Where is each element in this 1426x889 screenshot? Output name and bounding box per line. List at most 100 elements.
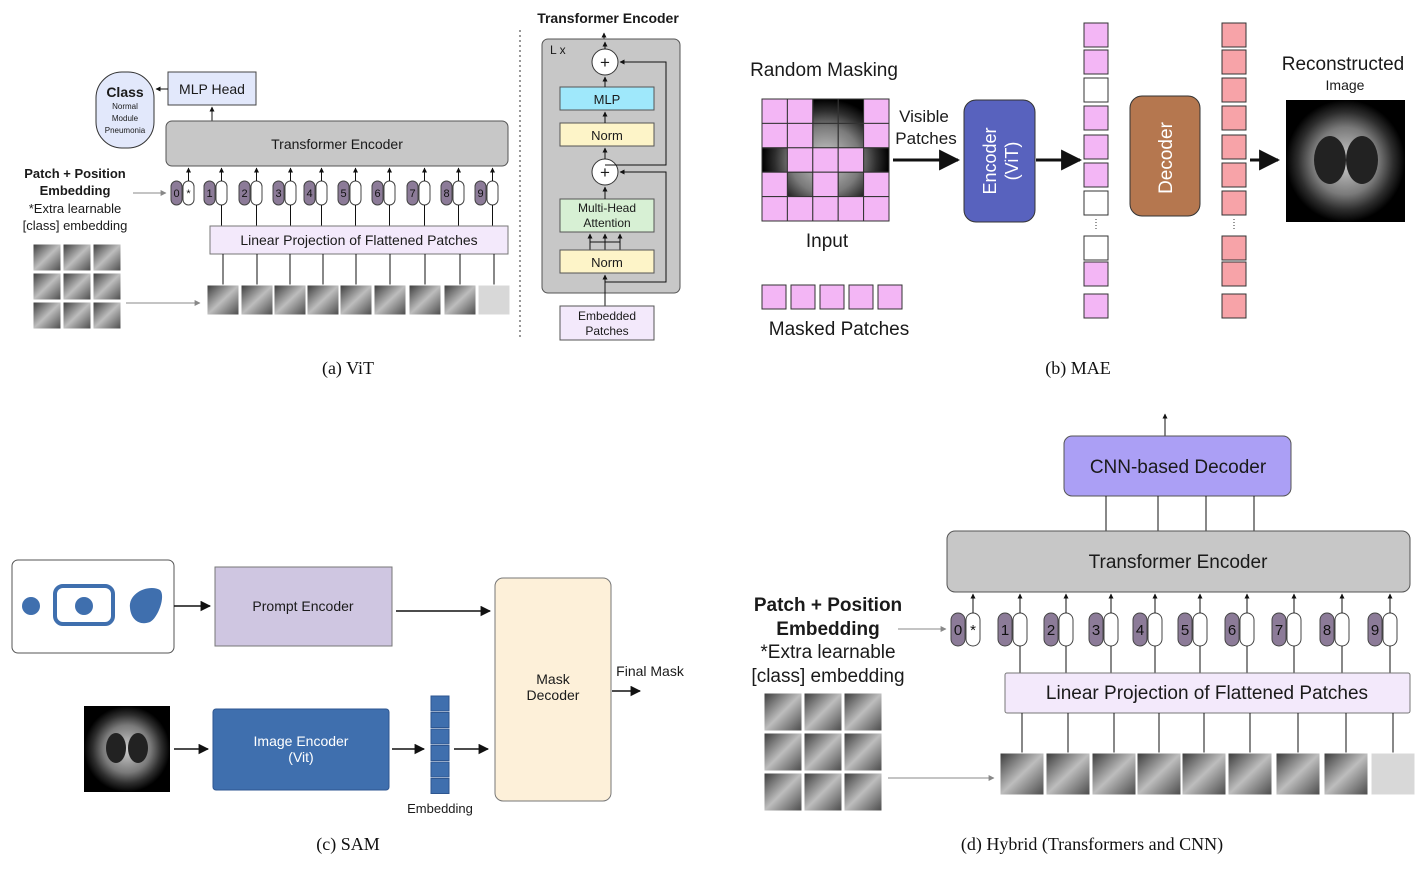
mae-mask-grid [761, 98, 890, 222]
xray-grid-cell [763, 692, 803, 732]
xray-grid-cell [843, 732, 883, 772]
mae-encoder-box [963, 99, 1036, 223]
prompt-encoder-box [214, 566, 393, 647]
embedding-block [430, 745, 450, 761]
hybrid-linear-projection-label: Linear Projection of Flattened Patches [1046, 683, 1368, 704]
token-square [1221, 162, 1247, 188]
mask-decoder-label-1: Mask [536, 671, 570, 687]
mae-encoded-tokens [1083, 22, 1109, 319]
xray-grid-cell [843, 772, 883, 812]
position-token-9 [1367, 612, 1383, 647]
token-square [1221, 22, 1247, 48]
position-token-0 [950, 612, 966, 647]
xray-grid-cell [62, 301, 92, 330]
patch-embedding-token-8 [452, 180, 465, 206]
image-encoder-box [212, 708, 390, 791]
hybrid-patch-pos-label: Patch + Position [754, 595, 902, 616]
masked-cell [812, 171, 839, 198]
xray-grid-cell [62, 272, 92, 301]
box-prompt-icon [53, 584, 115, 626]
xray-grid-cell [62, 243, 92, 272]
masked-cell [761, 196, 788, 222]
hybrid-extra-learnable: *Extra learnable [760, 642, 895, 663]
patch-embedding-token-7 [1286, 612, 1302, 647]
vit-transformer-encoder [165, 120, 509, 167]
masked-patch [761, 284, 787, 310]
masked-patch [848, 284, 874, 310]
position-token-label-9: 9 [477, 188, 483, 200]
position-token-6 [371, 180, 384, 206]
masked-cell [863, 98, 890, 124]
embedding-block [430, 695, 450, 712]
position-token-3 [272, 180, 285, 206]
masked-cell [786, 98, 814, 124]
position-token-2 [1043, 612, 1059, 647]
mlp-head-box [167, 71, 257, 106]
xray-grid-cell [803, 772, 843, 812]
xray-grid-cell [32, 272, 62, 301]
embedding-block [430, 778, 450, 794]
position-token-4 [1132, 612, 1148, 647]
mae-decoded-tokens [1221, 22, 1247, 319]
masked-cell [786, 147, 814, 173]
flattened-patch [339, 284, 373, 316]
position-token-6 [1224, 612, 1240, 647]
encoder-mha-label-1: Multi-Head [578, 201, 636, 215]
vit-xray-grid [32, 243, 122, 330]
reconstructed-lung-left [1314, 136, 1346, 184]
xray-grid-cell [843, 692, 883, 732]
position-token-label-7: 7 [409, 188, 415, 200]
position-token-label-3: 3 [1092, 622, 1100, 639]
patch-embedding-token-6 [1239, 612, 1255, 647]
patch-embedding-token-9 [1382, 612, 1398, 647]
token-square [1083, 162, 1109, 188]
reconstructed-lung-right [1346, 136, 1378, 184]
hybrid-embedding-label: Embedding [776, 619, 879, 640]
encoder-repeat-label: L x [550, 43, 566, 57]
reconstructed-image-label: Image [1326, 77, 1365, 93]
class-item-pneumonia: Pneumonia [105, 126, 146, 135]
xray-grid-cell [803, 692, 843, 732]
position-token-label-4: 4 [1136, 622, 1144, 639]
xray-grid-cell [763, 772, 803, 812]
masked-patches-label: Masked Patches [769, 319, 909, 340]
image-encoder-label-2: (Vit) [288, 749, 313, 765]
embedded-patches-label-2: Patches [585, 324, 628, 338]
masked-patch [877, 284, 903, 310]
xray-grid-cell [32, 243, 62, 272]
encoder-mha-label-2: Attention [583, 216, 630, 230]
flattened-patch [1275, 752, 1321, 796]
patch-embedding-token-2 [250, 180, 263, 206]
cnn-decoder-label: CNN-based Decoder [1090, 457, 1267, 478]
position-token-label-2: 2 [1047, 622, 1055, 639]
mae-encoder-label-1: Encoder [980, 127, 1000, 194]
flattened-patch [1136, 752, 1182, 796]
token-square [1221, 235, 1247, 261]
residual-add-middle-symbol: + [600, 163, 610, 182]
flattened-patch [1370, 752, 1416, 796]
patch-embedding-token-1 [215, 180, 228, 206]
embedded-patches-label-1: Embedded [578, 309, 636, 323]
xray-grid-cell [92, 243, 122, 272]
flattened-patch [477, 284, 511, 316]
position-token-label-1: 1 [206, 188, 212, 200]
class-output-bubble [95, 71, 155, 149]
token-square [1221, 293, 1247, 319]
reconstructed-label: Reconstructed [1282, 54, 1405, 75]
flattened-patch [1323, 752, 1369, 796]
masked-cell [786, 122, 814, 149]
position-token-8 [440, 180, 453, 206]
flattened-patch [373, 284, 407, 316]
mlp-head-label: MLP Head [179, 81, 245, 97]
flattened-patch [408, 284, 442, 316]
sam-embedding-stack [430, 695, 450, 794]
cnn-decoder-box [1063, 435, 1292, 497]
position-token-label-7: 7 [1275, 622, 1283, 639]
patch-embedding-token-4 [315, 180, 328, 206]
position-token-3 [1088, 612, 1104, 647]
residual-add-top-symbol: + [600, 53, 610, 72]
xray-grid-cell [92, 301, 122, 330]
position-token-1 [203, 180, 216, 206]
position-token-label-2: 2 [241, 188, 247, 200]
